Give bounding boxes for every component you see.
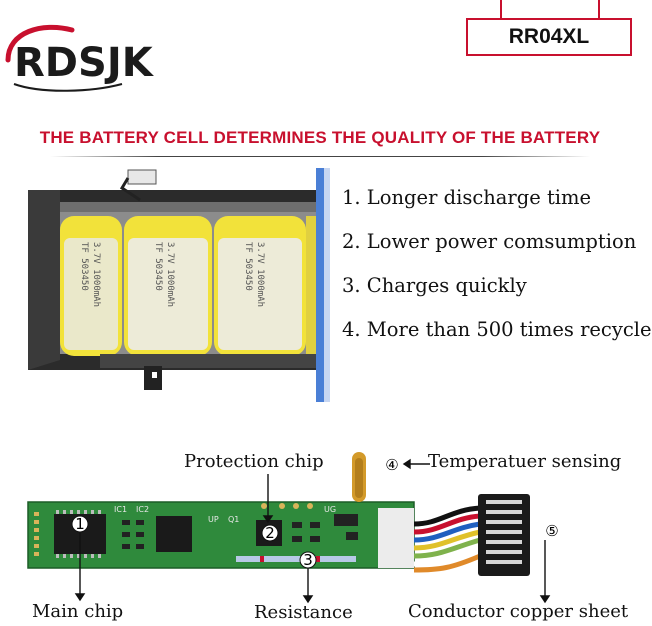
copper-end-plate <box>378 508 414 568</box>
headline-divider <box>50 156 590 157</box>
silkscreen-ic2: IC2 <box>136 505 149 514</box>
battery-cell: TF 503450 3.7V 1000mAh <box>214 216 306 356</box>
feature-item: 4. More than 500 times recycle <box>342 318 652 341</box>
battery-cell: TF 503450 3.7V 1000mAh <box>124 216 212 356</box>
cell-label-rating: 3.7V 1000mAh <box>255 242 265 307</box>
cell-label-rating: 3.7V 1000mAh <box>91 242 101 307</box>
wire-harness <box>413 505 481 573</box>
logo-text: RDSJK <box>14 40 155 86</box>
label-resistance: Resistance <box>254 602 353 623</box>
pcb-image: 1 IC1 IC2 UP Q1 UG 2 3 <box>27 452 559 604</box>
silkscreen-up: UP <box>208 515 219 524</box>
battery-cell: TF 503450 3.7V 1000mAh <box>60 216 122 356</box>
marker-2 <box>261 524 279 542</box>
marker-3-label: 3 <box>303 551 313 569</box>
cell-label-rating: 3.7V 1000mAh <box>165 242 175 307</box>
logo-swoosh-lower <box>13 83 123 92</box>
marker-1-label: 1 <box>75 515 85 533</box>
battery-connector <box>127 169 157 185</box>
cell-label-model: TF 503450 <box>79 242 89 291</box>
ic2-chip <box>156 516 192 552</box>
marker-4: ④ <box>385 456 398 474</box>
cell-label-model: TF 503450 <box>153 242 163 291</box>
cell-label-model: TF 503450 <box>243 242 253 291</box>
headline: THE BATTERY CELL DETERMINES THE QUALITY … <box>39 128 601 147</box>
resistor <box>236 556 356 562</box>
feature-item: 2. Lower power comsumption <box>342 230 637 253</box>
connector-plug <box>478 494 530 576</box>
edge-pads <box>34 512 39 556</box>
marker-5: ⑤ <box>545 522 558 540</box>
model-tab-frame <box>500 0 600 18</box>
feature-list: 1. Longer discharge time 2. Lower power … <box>342 186 652 362</box>
label-conductor-copper-sheet: Conductor copper sheet <box>408 601 629 622</box>
marker-2-label: 2 <box>265 524 275 542</box>
label-temperature-sensing: Temperatuer sensing <box>428 451 622 472</box>
silkscreen-q1: Q1 <box>228 515 239 524</box>
label-protection-chip: Protection chip <box>184 451 324 472</box>
label-main-chip: Main chip <box>32 601 124 622</box>
feature-item: 1. Longer discharge time <box>342 186 592 209</box>
feature-item: 3. Charges quickly <box>342 274 527 297</box>
battery-pack-image: TF 503450 3.7V 1000mAh TF 503450 3.7V 10… <box>28 168 330 402</box>
logo-swoosh <box>5 24 75 63</box>
model-label: RR04XL <box>466 18 632 56</box>
callout-arrows <box>74 458 551 604</box>
frame-edge <box>316 168 324 402</box>
silkscreen-ug: UG <box>324 505 336 514</box>
silkscreen-ic1: IC1 <box>114 505 127 514</box>
brand-logo: RDSJK <box>5 24 155 92</box>
